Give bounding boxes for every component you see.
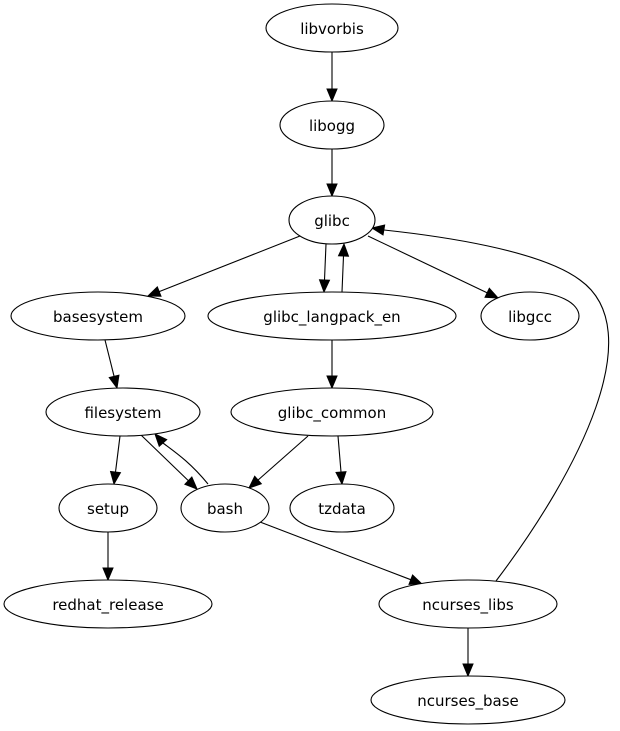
node-label: libogg (309, 117, 355, 135)
node-label: setup (87, 500, 129, 518)
edge-filesystem-to-setup (109, 435, 122, 486)
edge-libvorbis-to-libogg (326, 52, 338, 103)
arrowhead-icon (484, 287, 500, 299)
edge-glibc_common-to-tzdata (335, 435, 347, 486)
node-label: glibc (314, 212, 350, 230)
edge-line (162, 442, 209, 485)
edge-line (256, 435, 309, 482)
node-label: filesystem (84, 404, 161, 422)
node-glibc_langpack_en: glibc_langpack_en (207, 291, 457, 341)
node-ellipse (207, 291, 457, 341)
arrowhead-icon (146, 286, 162, 297)
arrowhead-icon (326, 183, 338, 198)
node-ellipse (378, 579, 558, 629)
edge-line (341, 254, 345, 293)
edge-glibc-to-basesystem (146, 235, 301, 297)
edge-ncurses_libs-to-ncurses_base (462, 628, 474, 678)
node-bash: bash (180, 483, 270, 533)
node-glibc_common: glibc_common (230, 387, 434, 437)
node-ellipse (3, 579, 213, 629)
arrowhead-icon (335, 471, 347, 486)
arrowhead-icon (326, 375, 338, 390)
edge-line (383, 229, 610, 582)
node-ellipse (10, 291, 186, 341)
node-ellipse (370, 675, 566, 725)
edge-line (140, 434, 190, 482)
node-ellipse (230, 387, 434, 437)
edge-setup-to-redhat_release (102, 532, 114, 582)
arrowhead-icon (318, 279, 331, 294)
nodes-layer: libvorbis libogg glibc basesystem glibc_lang… (3, 3, 580, 725)
edge-bash-to-filesystem (154, 433, 209, 485)
node-label: glibc_langpack_en (263, 308, 400, 327)
node-ellipse (289, 483, 395, 533)
arrowhead-icon (184, 476, 198, 490)
node-ellipse (45, 387, 201, 437)
node-label: redhat_release (52, 596, 163, 615)
node-ellipse (279, 100, 385, 150)
node-ncurses_libs: ncurses_libs (378, 579, 558, 629)
node-libogg: libogg (279, 100, 385, 150)
edge-glibc_common-to-bash (248, 435, 309, 489)
edge-line (323, 243, 327, 282)
edge-glibc-to-libgcc (367, 235, 500, 299)
node-ellipse (288, 195, 376, 245)
edge-filesystem-to-bash (140, 434, 198, 490)
arrowhead-icon (337, 242, 350, 257)
arrowhead-icon (108, 374, 120, 390)
edge-line (104, 339, 115, 378)
edge-ncurses_libs-to-glibc (370, 224, 610, 582)
node-libgcc: libgcc (480, 291, 580, 341)
edge-line (114, 435, 121, 474)
node-label: libvorbis (300, 20, 364, 38)
arrowhead-icon (408, 574, 424, 585)
node-basesystem: basesystem (10, 291, 186, 341)
arrowhead-icon (462, 663, 474, 678)
node-libvorbis: libvorbis (265, 3, 399, 53)
node-tzdata: tzdata (289, 483, 395, 533)
arrowhead-icon (102, 567, 114, 582)
edge-line (158, 235, 301, 293)
node-label: ncurses_libs (422, 596, 514, 615)
arrowhead-icon (326, 88, 338, 103)
node-filesystem: filesystem (45, 387, 201, 437)
node-label: ncurses_base (417, 692, 519, 711)
arrowhead-icon (248, 475, 263, 489)
edge-line (367, 235, 489, 294)
node-label: libgcc (508, 308, 552, 326)
node-label: tzdata (318, 500, 366, 518)
edge-glibc-to-glibc_langpack_en (318, 243, 331, 294)
edge-line (259, 521, 412, 581)
arrowhead-icon (370, 224, 386, 236)
edge-libogg-to-glibc (326, 149, 338, 198)
node-glibc: glibc (288, 195, 376, 245)
node-ncurses_base: ncurses_base (370, 675, 566, 725)
node-ellipse (480, 291, 580, 341)
edge-line (337, 435, 342, 474)
node-setup: setup (58, 483, 158, 533)
node-label: bash (207, 500, 243, 518)
node-ellipse (180, 483, 270, 533)
node-ellipse (265, 3, 399, 53)
node-ellipse (58, 483, 158, 533)
node-redhat_release: redhat_release (3, 579, 213, 629)
arrowhead-icon (109, 470, 122, 486)
arrowhead-icon (154, 433, 168, 448)
edge-glibc_langpack_en-to-glibc (337, 242, 350, 293)
node-label: basesystem (53, 308, 143, 326)
edge-glibc_langpack_en-to-glibc_common (326, 340, 338, 390)
node-label: glibc_common (278, 404, 386, 423)
edge-basesystem-to-filesystem (104, 339, 120, 390)
edges-layer (102, 52, 610, 678)
